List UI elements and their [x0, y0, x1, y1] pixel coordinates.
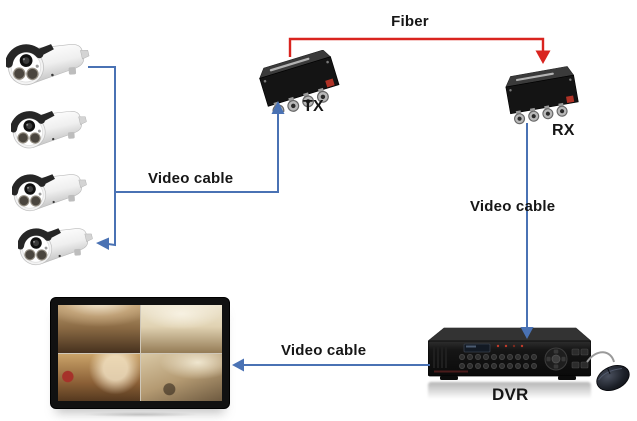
- rx-label: RX: [552, 122, 575, 139]
- dvr-reflection: [428, 382, 591, 402]
- bullet-camera-icon-1: [4, 38, 94, 92]
- tx-label: TX: [303, 98, 324, 115]
- arrowhead-to-camera4: [96, 237, 109, 250]
- fiber-video-receiver-icon: [501, 60, 581, 126]
- mouse-icon: [583, 346, 637, 398]
- bullet-camera-icon-4: [16, 223, 97, 271]
- video-cable-label-cameras-tx: Video cable: [148, 170, 234, 187]
- camera-feed-top-right: [140, 305, 222, 353]
- video-cable-line-camera-chain: [88, 66, 116, 247]
- fiber-video-transmitter-icon: [252, 49, 344, 117]
- arrowhead-to-monitor: [232, 358, 244, 372]
- quad-view-screen: [58, 305, 222, 401]
- camera-feed-bottom-left: [58, 353, 140, 401]
- bullet-camera-icon-3: [10, 169, 91, 217]
- monitor-shadow: [64, 411, 216, 418]
- fiber-label: Fiber: [391, 13, 429, 30]
- video-cable-label-rx-dvr: Video cable: [470, 198, 556, 215]
- dvr-label: DVR: [492, 385, 529, 404]
- bullet-camera-icon-2: [9, 105, 91, 155]
- quad-view-monitor-icon: [50, 297, 230, 409]
- camera-feed-top-left: [58, 305, 140, 353]
- dvr-icon: [427, 326, 592, 384]
- video-cable-label-dvr-monitor: Video cable: [281, 342, 367, 359]
- camera-feed-bottom-right: [140, 353, 222, 401]
